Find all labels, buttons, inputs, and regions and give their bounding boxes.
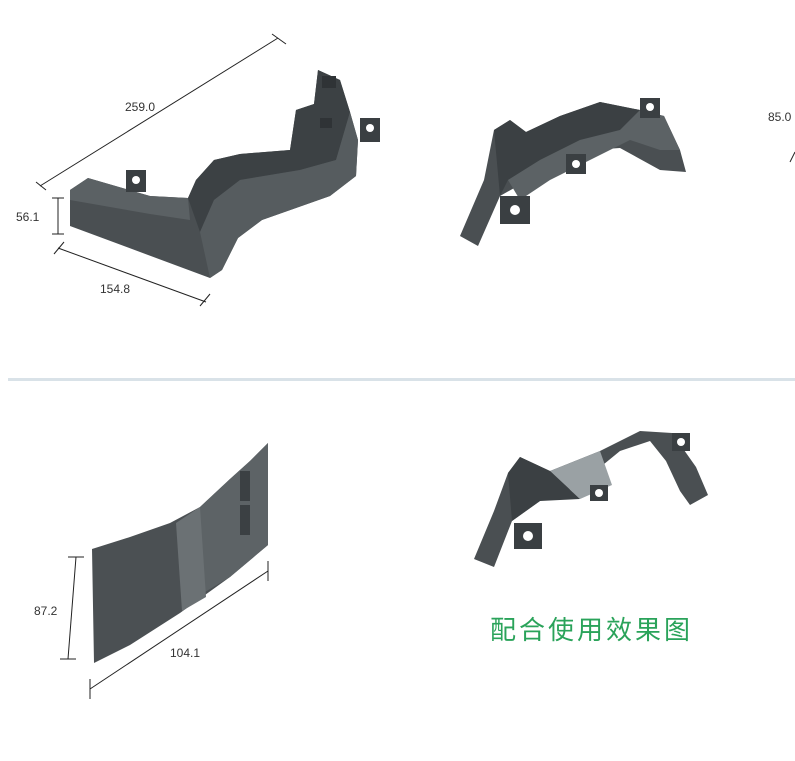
bracket-part [70, 70, 380, 278]
cover-panel-view [60, 431, 708, 699]
dim-width-label: 154.8 [100, 282, 131, 296]
dim-line-width-2 [89, 570, 269, 690]
assembly-caption: 配合使用效果图 [490, 616, 694, 646]
dim-height-label-2: 87.2 [34, 604, 58, 618]
dim-height-label: 56.1 [16, 210, 40, 224]
dim-line-length [39, 37, 279, 187]
assembled-view [474, 431, 708, 567]
dim-width-label-2: 104.1 [170, 646, 201, 660]
dim-line-width [57, 247, 207, 303]
cover-panel-part [92, 443, 268, 663]
bracket-rotated-view [460, 98, 686, 246]
section-divider [8, 378, 795, 381]
bracket-main-view [35, 33, 795, 307]
dim-partial-label: 85.0 [768, 110, 792, 124]
dim-length-label: 259.0 [125, 100, 156, 114]
dim-line-height-2 [67, 556, 77, 660]
